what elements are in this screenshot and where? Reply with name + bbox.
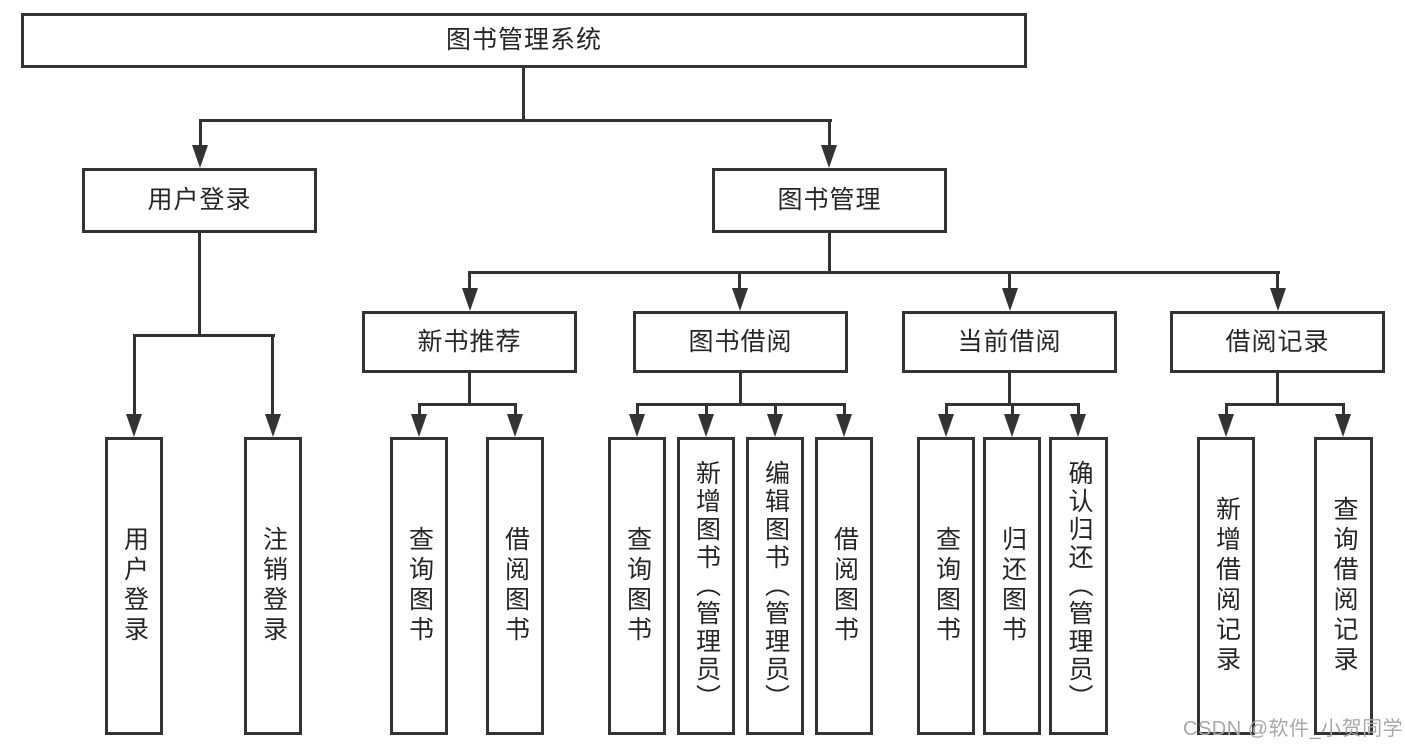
- connector-line: [1008, 271, 1011, 291]
- arrow-down-icon: [1070, 414, 1086, 437]
- connector-line: [843, 403, 846, 417]
- arrow-down-icon: [767, 414, 783, 437]
- node-new-book-recommend: 新书推荐: [362, 311, 577, 373]
- csdn-watermark: CSDN @软件_小贺同学: [1183, 718, 1404, 740]
- arrow-down-icon: [411, 414, 427, 437]
- arrow-down-icon: [698, 414, 714, 437]
- connector-line: [1225, 403, 1228, 417]
- connector-line: [133, 334, 275, 337]
- connector-line: [1225, 403, 1345, 406]
- connector-line: [636, 403, 845, 406]
- arrow-down-icon: [1004, 414, 1020, 437]
- arrow-down-icon: [265, 414, 281, 437]
- connector-line: [133, 334, 136, 418]
- connector-line: [945, 403, 948, 417]
- leaf-borrow-books-recommend: 借阅图书: [486, 437, 544, 735]
- arrow-down-icon: [1002, 288, 1018, 311]
- connector-line: [514, 403, 517, 417]
- connector-line: [271, 334, 274, 418]
- connector-line: [522, 68, 525, 120]
- leaf-return-book: 归还图书: [983, 437, 1041, 735]
- node-borrowing-records: 借阅记录: [1170, 311, 1385, 373]
- leaf-confirm-return-admin: 确认归还（管理员）: [1049, 437, 1108, 735]
- connector-line: [468, 271, 471, 291]
- arrow-down-icon: [629, 414, 645, 437]
- arrow-down-icon: [732, 288, 748, 311]
- connector-line: [418, 403, 517, 406]
- arrow-down-icon: [1218, 414, 1234, 437]
- leaf-logout: 注销登录: [244, 437, 302, 735]
- connector-line: [468, 373, 471, 406]
- connector-line: [774, 403, 777, 417]
- arrow-down-icon: [938, 414, 954, 437]
- connector-line: [1008, 373, 1011, 406]
- arrow-down-icon: [462, 288, 478, 311]
- connector-line: [199, 119, 832, 122]
- leaf-borrow-books-borrowing: 借阅图书: [815, 437, 873, 735]
- leaf-query-books-current: 查询图书: [917, 437, 975, 735]
- connector-line: [705, 403, 708, 417]
- connector-line: [418, 403, 421, 417]
- leaf-query-books-borrowing: 查询图书: [608, 437, 666, 735]
- arrow-down-icon: [836, 414, 852, 437]
- connector-line: [828, 119, 831, 149]
- leaf-add-borrow-record: 新增借阅记录: [1197, 437, 1255, 735]
- connector-line: [1276, 271, 1279, 291]
- node-library-system: 图书管理系统: [21, 13, 1027, 68]
- leaf-query-borrow-record: 查询借阅记录: [1314, 437, 1373, 735]
- connector-line: [1276, 373, 1279, 406]
- leaf-query-books-recommend: 查询图书: [390, 437, 448, 735]
- connector-line: [1077, 403, 1080, 417]
- connector-line: [199, 119, 202, 149]
- connector-line: [469, 271, 1280, 274]
- arrow-down-icon: [821, 145, 837, 168]
- connector-line: [636, 403, 639, 417]
- connector-line: [739, 373, 742, 406]
- node-book-management: 图书管理: [712, 168, 947, 233]
- connector-line: [1011, 403, 1014, 417]
- connector-line: [738, 271, 741, 291]
- leaf-edit-book-admin: 编辑图书（管理员）: [746, 437, 804, 735]
- connector-line: [828, 233, 831, 274]
- arrow-down-icon: [126, 414, 142, 437]
- node-user-login: 用户登录: [82, 168, 317, 233]
- leaf-user-login: 用户登录: [105, 437, 163, 735]
- connector-line: [1342, 403, 1345, 417]
- leaf-add-book-admin: 新增图书（管理员）: [677, 437, 735, 735]
- arrow-down-icon: [507, 414, 523, 437]
- node-book-borrowing: 图书借阅: [633, 311, 848, 373]
- arrow-down-icon: [1270, 288, 1286, 311]
- arrow-down-icon: [1335, 414, 1351, 437]
- node-current-borrowing: 当前借阅: [902, 311, 1117, 373]
- connector-line: [198, 233, 201, 337]
- arrow-down-icon: [192, 145, 208, 168]
